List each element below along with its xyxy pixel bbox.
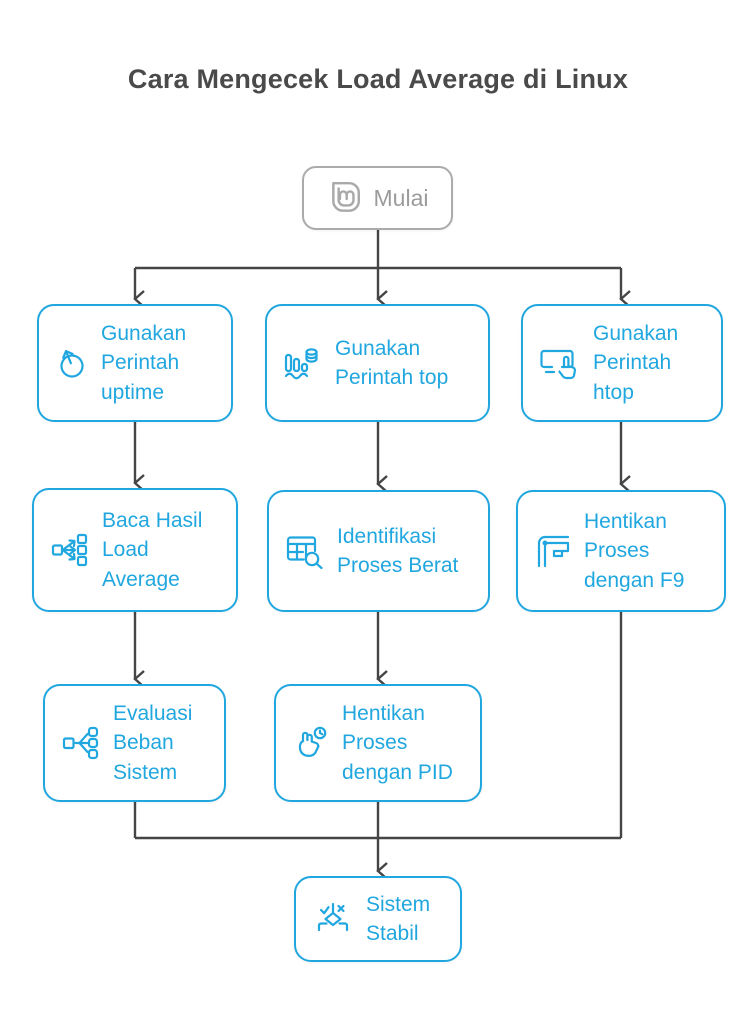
- flow-node-identifikasi: Identifikasi Proses Berat: [267, 490, 490, 612]
- flow-node-label: Hentikan Proses dengan PID: [342, 701, 453, 784]
- page-title: Cara Mengecek Load Average di Linux: [127, 64, 629, 94]
- flow-node-baca: Baca Hasil Load Average: [32, 488, 238, 612]
- process-chart-icon: [284, 345, 322, 381]
- flow-node-evaluasi: Evaluasi Beban Sistem: [43, 684, 226, 802]
- function-key-icon: [535, 533, 571, 569]
- flow-node-uptime: Gunakan Perintah uptime: [37, 304, 233, 422]
- flow-node-label: Mulai: [373, 184, 429, 211]
- flow-node-label: Gunakan Perintah uptime: [101, 321, 187, 404]
- flow-node-label: Identifikasi Proses Berat: [337, 524, 459, 577]
- flow-node-htop: Gunakan Perintah htop: [521, 304, 723, 422]
- tree-branch-icon: [62, 726, 100, 760]
- uptime-dial-icon: [56, 346, 88, 380]
- decision-check-icon: [313, 902, 353, 936]
- flow-node-stabil: Sistem Stabil: [294, 876, 462, 962]
- flow-node-start: Mulai: [302, 166, 453, 230]
- flow-node-f9: Hentikan Proses dengan F9: [516, 490, 726, 612]
- flow-node-label: Evaluasi Beban Sistem: [113, 701, 193, 784]
- flow-node-label: Sistem Stabil: [366, 892, 431, 945]
- table-search-icon: [286, 533, 324, 569]
- linux-mint-logo-icon: [327, 180, 363, 216]
- flow-node-label: Baca Hasil Load Average: [102, 508, 203, 591]
- tap-gesture-clock-icon: [293, 724, 329, 762]
- flow-node-pid: Hentikan Proses dengan PID: [274, 684, 482, 802]
- monitor-hand-icon: [540, 345, 580, 381]
- flow-node-label: Gunakan Perintah htop: [593, 321, 679, 404]
- flow-node-label: Hentikan Proses dengan F9: [584, 509, 685, 592]
- flow-node-label: Gunakan Perintah top: [335, 336, 449, 389]
- fanout-arrows-icon: [51, 533, 89, 567]
- flow-node-top: Gunakan Perintah top: [265, 304, 490, 422]
